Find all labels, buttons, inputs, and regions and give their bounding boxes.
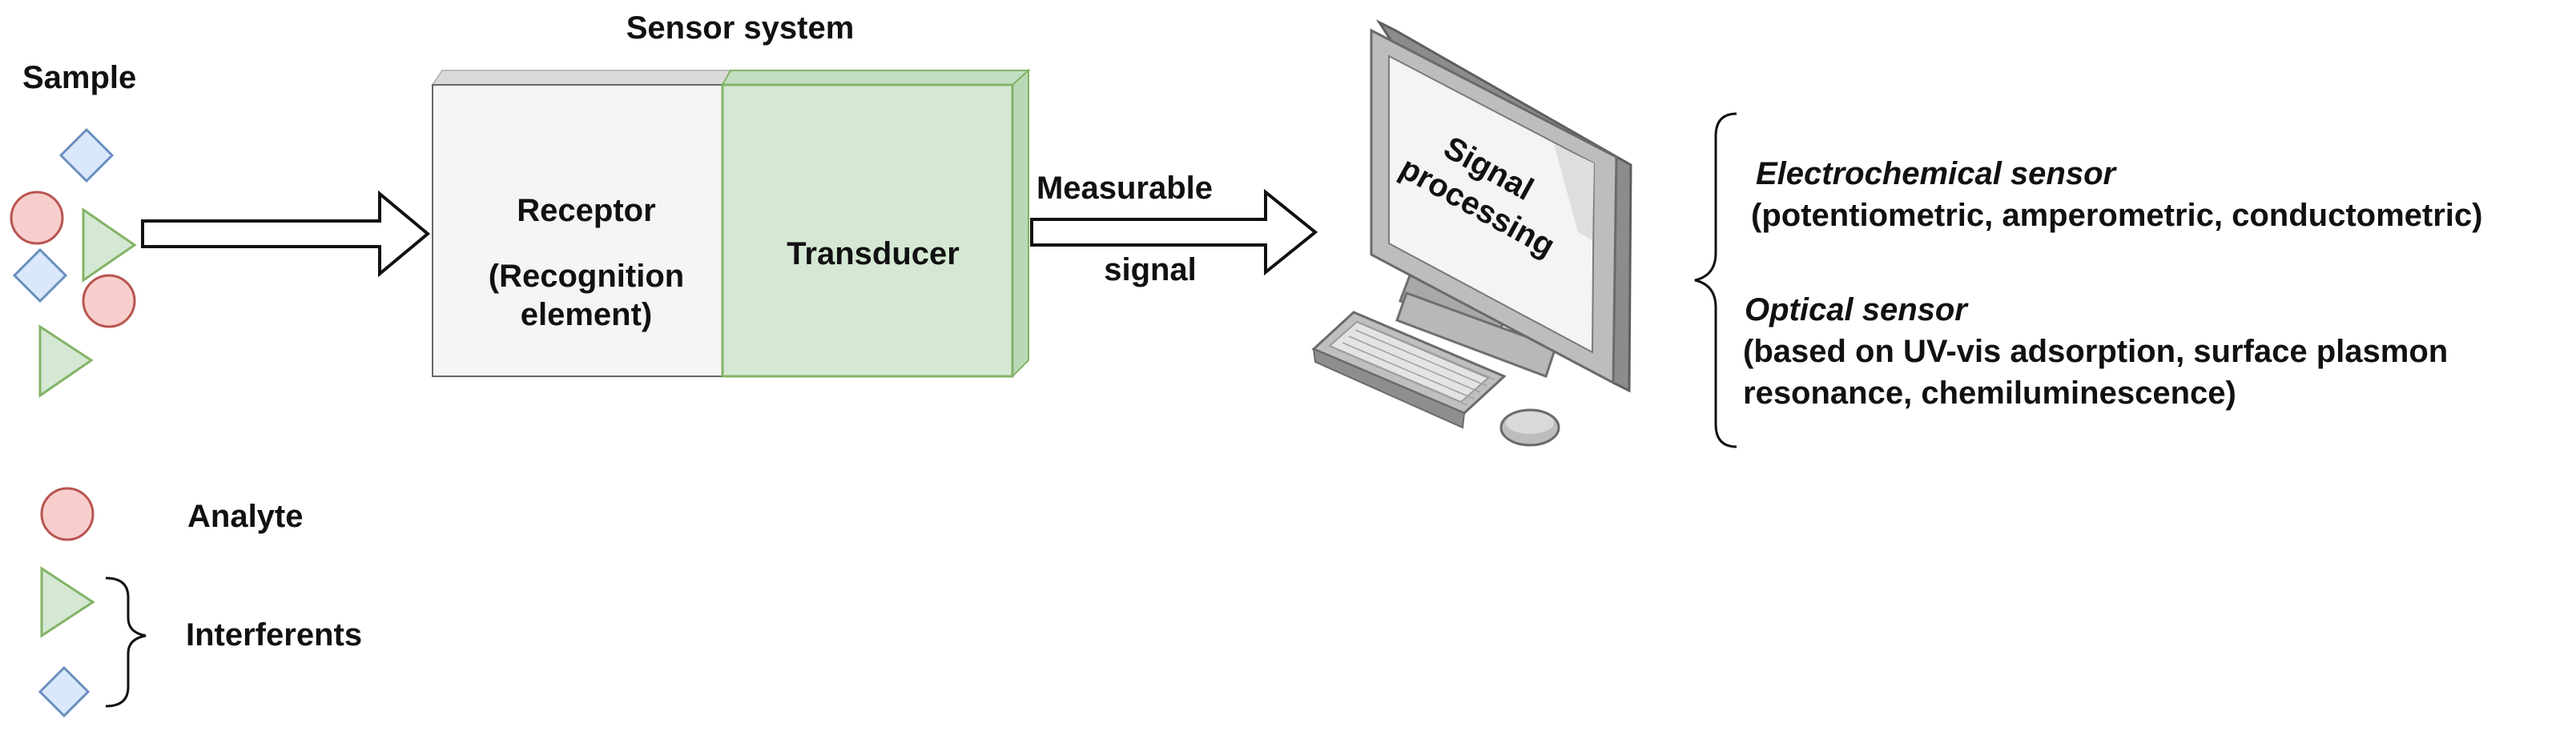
sample-triangle-interferent	[38, 324, 94, 398]
receptor-box	[432, 84, 723, 377]
optical-detail-1: (based on UV-vis adsorption, surface pla…	[1743, 334, 2448, 369]
sample-circle-analyte	[82, 274, 136, 328]
receptor-top-face	[431, 70, 732, 86]
sensor-types-brace	[1694, 112, 1737, 448]
keyboard-key-grid	[1335, 323, 1495, 406]
sensor-system-title: Sensor system	[626, 10, 855, 46]
screen-glare	[1554, 144, 1594, 240]
sample-diamond-interferent	[12, 247, 68, 303]
electrochemical-title: Electrochemical sensor	[1756, 156, 2118, 191]
sample-diamond-interferent	[58, 127, 115, 183]
electrochemical-detail: (potentiometric, amperometric, conductom…	[1751, 198, 2482, 233]
monitor-screen	[1388, 54, 1596, 354]
computer-icon: Signal processing	[1311, 19, 1632, 447]
transducer-top-face	[721, 70, 1031, 86]
sample-shapes	[10, 127, 137, 398]
sample-triangle-interferent	[82, 207, 137, 283]
signal-arrow-label-1: Measurable	[1036, 171, 1213, 206]
sample-circle-analyte	[10, 191, 64, 245]
receptor-sub-label-2: element)	[521, 297, 653, 332]
receptor-label: Receptor	[517, 193, 655, 228]
optical-title: Optical sensor	[1745, 292, 1969, 327]
transducer-box	[721, 83, 1014, 378]
legend-interferents-brace	[105, 576, 147, 708]
legend-analyte-label: Analyte	[187, 499, 304, 534]
keyboard-front	[1312, 347, 1466, 429]
receptor-sub-label: (Recognition	[489, 259, 684, 294]
legend: Analyte Interferents	[38, 487, 362, 718]
legend-diamond-interferent	[38, 665, 91, 718]
sample-title: Sample	[22, 60, 136, 95]
legend-analyte-circle	[40, 487, 95, 541]
legend-triangle-interferent	[40, 566, 95, 638]
optical-detail-2: resonance, chemiluminescence)	[1743, 376, 2236, 411]
signal-arrow-label-2: signal	[1104, 252, 1197, 287]
legend-interferents-label: Interferents	[186, 617, 362, 653]
sensor-system-block: Receptor (Recognition element) Transduce…	[431, 68, 1031, 379]
arrow-sample-to-sensor	[141, 190, 431, 278]
transducer-side-face	[1012, 68, 1029, 379]
mouse-top	[1506, 412, 1554, 434]
arrow-measurable-signal	[1030, 188, 1318, 276]
transducer-label: Transducer	[787, 236, 960, 271]
